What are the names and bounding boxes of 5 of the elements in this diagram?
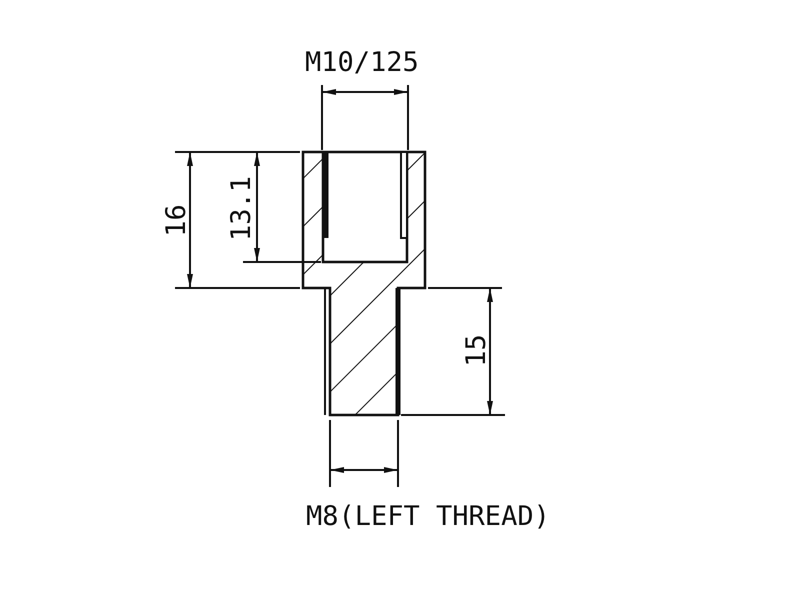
dimension-label: M10/125 (305, 48, 419, 76)
dimension-label: 15 (462, 334, 490, 366)
dimension-label: M8(LEFT THREAD) (306, 502, 550, 530)
dimension-label: 13.1 (228, 175, 255, 241)
dimension-label: 16 (162, 204, 190, 236)
